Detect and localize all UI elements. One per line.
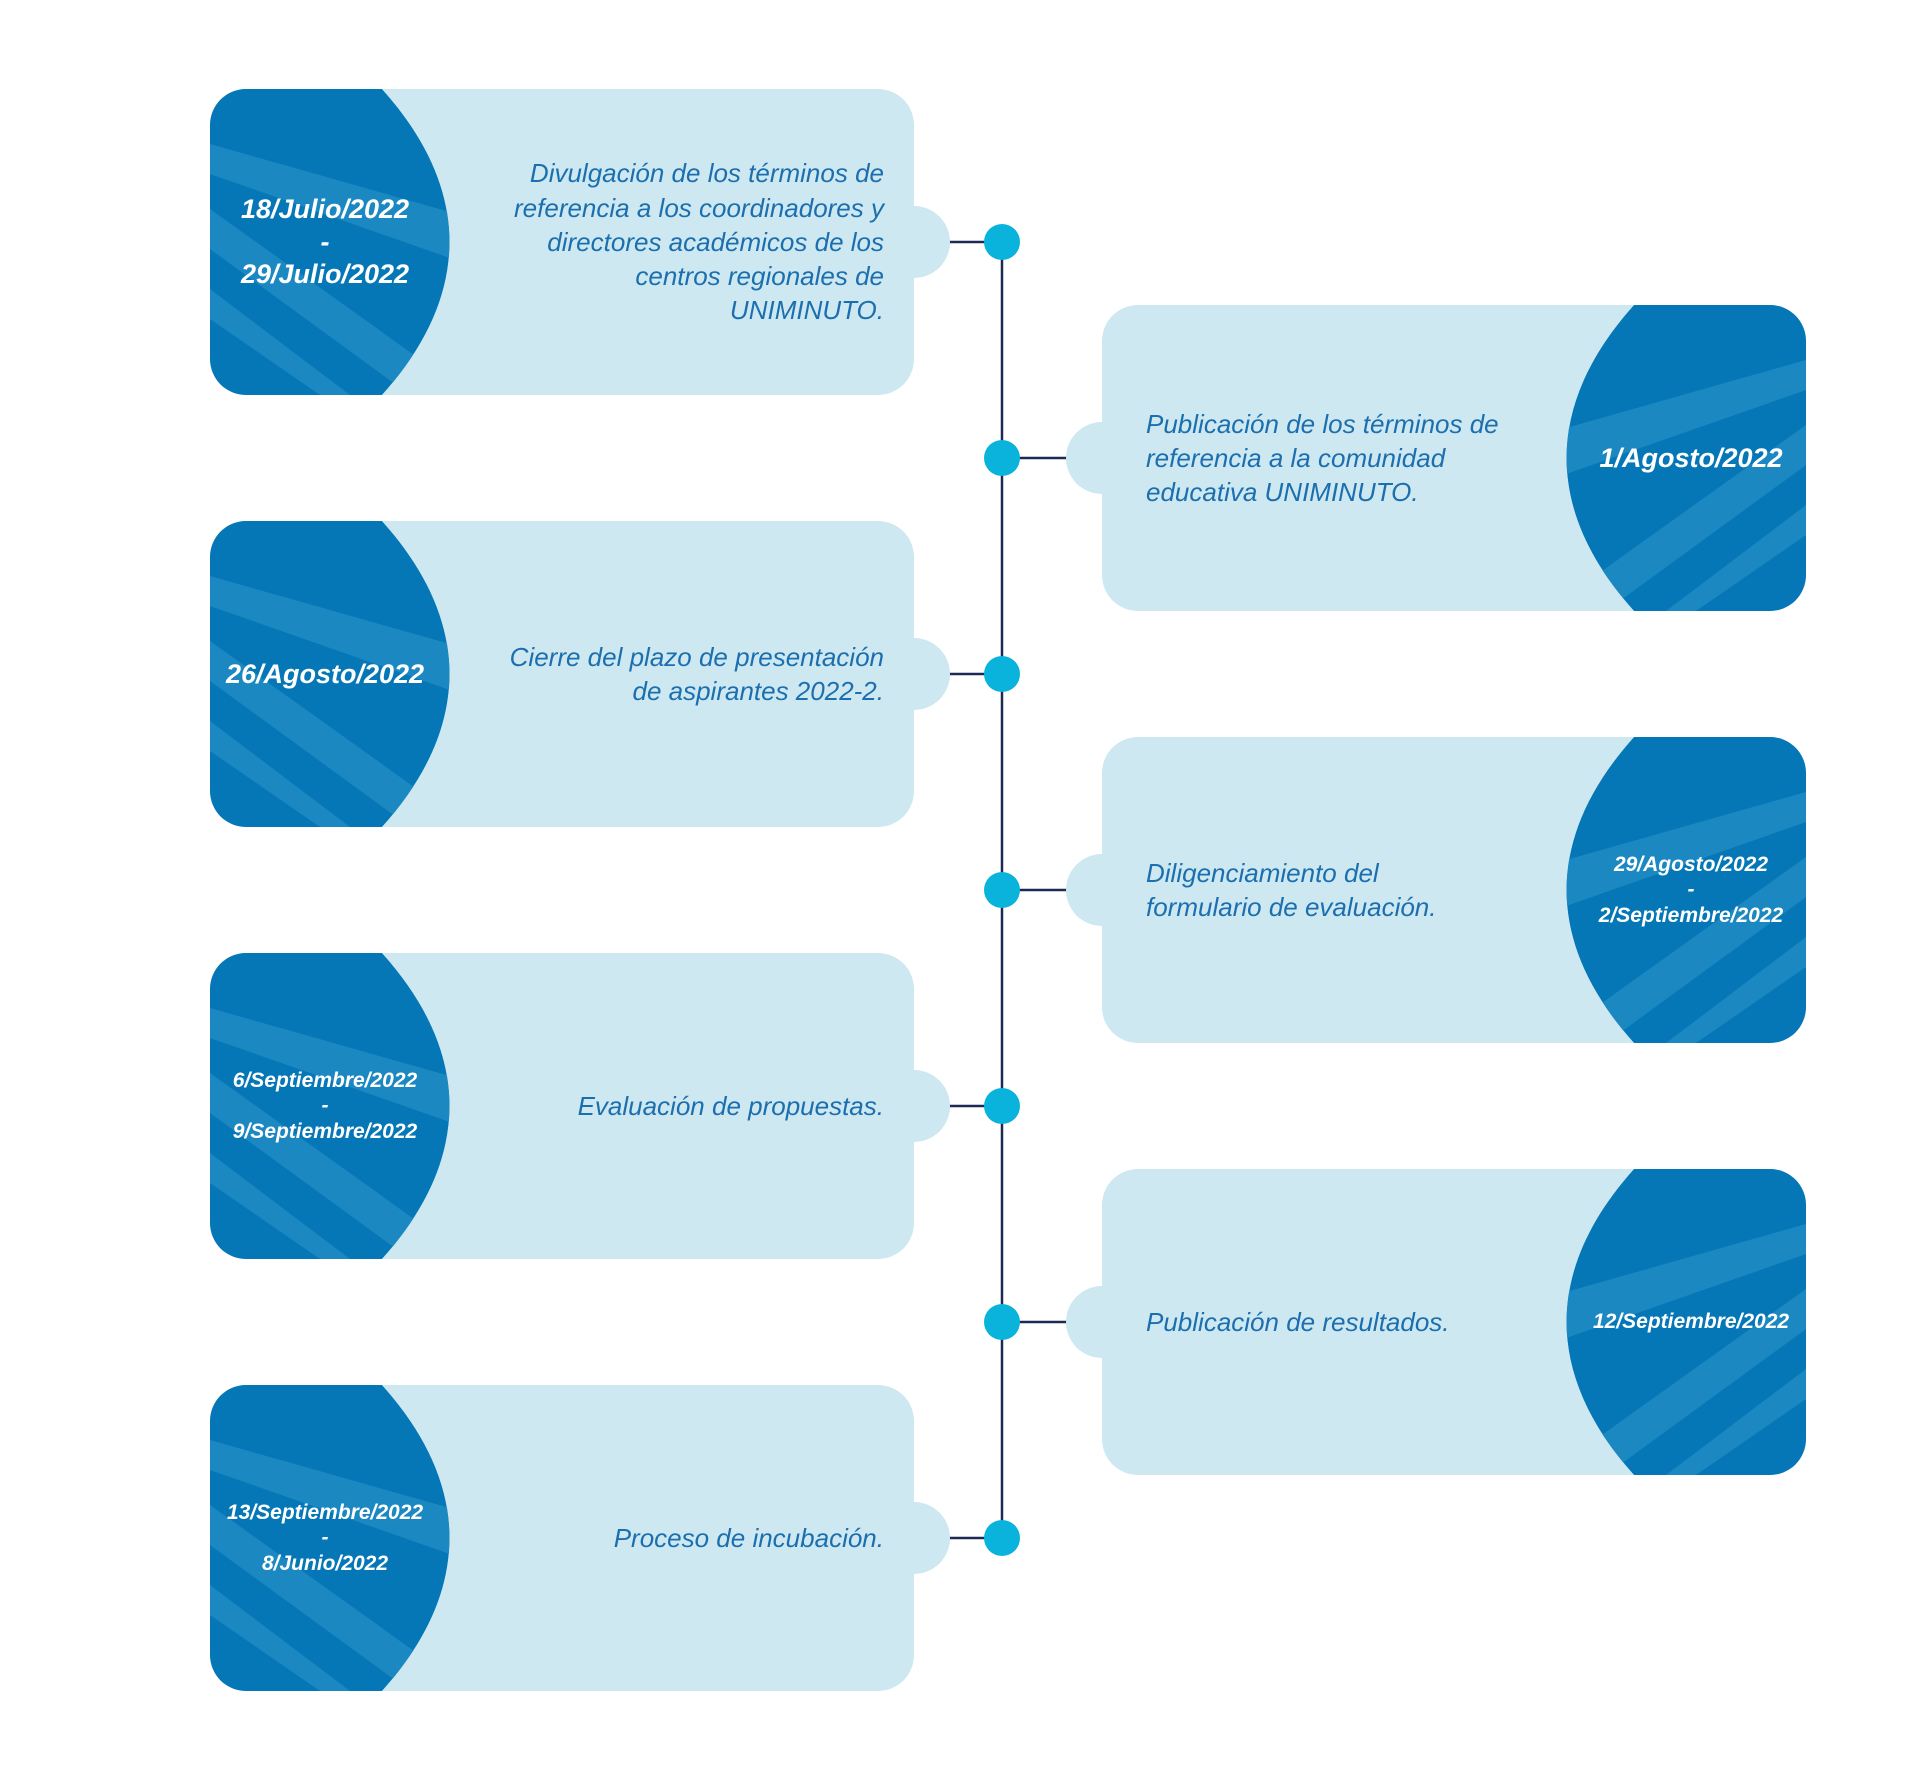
event-date: 18/Julio/2022-29/Julio/2022 <box>210 89 440 395</box>
date-panel <box>210 521 580 827</box>
date-panel-ray <box>210 1585 350 1691</box>
date-panel-ray <box>1666 505 1806 611</box>
timeline-card: 6/Septiembre/2022-9/Septiembre/2022 Evalu… <box>210 953 914 1259</box>
event-description: Diligenciamiento del formulario de evalua… <box>1146 737 1556 1043</box>
event-description-line: UNIMINUTO. <box>729 295 884 326</box>
date-panel-ray <box>210 1153 350 1259</box>
event-description-line: formulario de evaluación. <box>1146 892 1437 922</box>
event-date-line: 9/Septiembre/2022 <box>232 1119 418 1143</box>
date-panel-ray <box>1566 425 1806 611</box>
date-panel-ray <box>210 144 450 279</box>
event-date-line: 26/Agosto/2022 <box>225 658 425 689</box>
date-panel-ray <box>210 1008 450 1143</box>
event-description-line: Publicación de los términos de <box>1146 408 1499 439</box>
timeline-card: 26/Agosto/2022 Cierre del plazo de presen… <box>210 521 914 827</box>
event-description-line: Proceso de incubación. <box>613 1522 884 1553</box>
date-panel-ray <box>1566 857 1806 1043</box>
event-date-line: 1/Agosto/2022 <box>1599 442 1783 473</box>
date-panel <box>210 1385 580 1691</box>
event-date: 12/Septiembre/2022 <box>1576 1169 1806 1475</box>
date-panel-ray <box>1566 1289 1806 1475</box>
date-panel-ray <box>210 1440 450 1575</box>
event-description-line: Diligenciamiento del <box>1146 857 1379 888</box>
event-description-line: centros regionales de <box>635 261 884 292</box>
event-date-line: 2/Septiembre/2022 <box>1598 903 1784 927</box>
event-description: Publicación de resultados. <box>1146 1169 1556 1475</box>
date-panel <box>210 953 580 1259</box>
date-panel-ray <box>1666 937 1806 1043</box>
date-panel-ray <box>1666 1369 1806 1475</box>
event-date-line: - <box>1687 878 1695 902</box>
event-description-line: Cierre del plazo de presentación <box>509 641 884 672</box>
timeline-dot <box>984 1088 1020 1124</box>
event-date-line: 13/Septiembre/2022 <box>226 1500 424 1524</box>
event-date-line: 6/Septiembre/2022 <box>232 1068 418 1092</box>
timeline-card: 12/Septiembre/2022 Publicación de resulta… <box>1102 1169 1806 1475</box>
timeline-dot <box>984 1304 1020 1340</box>
event-description-line: referencia a la comunidad <box>1146 442 1446 473</box>
event-date-line: 18/Julio/2022 <box>240 193 410 224</box>
timeline-dot <box>984 872 1020 908</box>
date-panel-ray <box>210 289 350 395</box>
date-panel-ray <box>210 1073 450 1259</box>
event-date: 13/Septiembre/2022-8/Junio/2022 <box>210 1385 440 1691</box>
event-description-line: Divulgación de los términos de <box>529 158 884 189</box>
date-panel-ray <box>210 641 450 827</box>
timeline-dot <box>984 656 1020 692</box>
event-date-line: 12/Septiembre/2022 <box>1592 1310 1790 1334</box>
event-date-line: 29/Julio/2022 <box>240 259 410 290</box>
timeline-card: 13/Septiembre/2022-8/Junio/2022 Proceso d… <box>210 1385 914 1691</box>
date-panel <box>1436 1169 1806 1475</box>
event-description-line: educativa UNIMINUTO. <box>1146 477 1419 508</box>
timeline-dot <box>984 224 1020 260</box>
timeline-card: 1/Agosto/2022 Publicación de los términos… <box>1102 305 1806 611</box>
event-date: 1/Agosto/2022 <box>1576 305 1806 611</box>
event-date-line: 29/Agosto/2022 <box>1613 852 1769 876</box>
date-panel <box>1436 305 1806 611</box>
event-date-line: 8/Junio/2022 <box>261 1551 389 1575</box>
timeline-dot <box>984 440 1020 476</box>
date-panel-ray <box>210 209 450 395</box>
event-date-line: - <box>321 1094 329 1118</box>
date-panel-ray <box>210 1505 450 1691</box>
date-panel <box>1436 737 1806 1043</box>
event-date: 26/Agosto/2022 <box>210 521 440 827</box>
event-date: 29/Agosto/2022-2/Septiembre/2022 <box>1576 737 1806 1043</box>
event-description-line: referencia a los coordinadores y <box>514 192 884 223</box>
event-date-line: - <box>320 226 330 257</box>
date-panel-ray <box>1566 1224 1806 1359</box>
event-description: Evaluación de propuestas. <box>444 953 884 1259</box>
event-description-line: de aspirantes 2022-2. <box>632 676 884 706</box>
event-description: Cierre del plazo de presentación de aspir… <box>444 521 884 827</box>
event-description-line: directores académicos de los <box>547 226 884 257</box>
timeline-dot <box>984 1520 1020 1556</box>
date-panel-ray <box>210 576 450 711</box>
date-panel-ray <box>210 721 350 827</box>
event-description-line: Evaluación de propuestas. <box>577 1090 884 1121</box>
event-description: Proceso de incubación. <box>444 1385 884 1691</box>
date-panel-ray <box>1566 360 1806 495</box>
event-date: 6/Septiembre/2022-9/Septiembre/2022 <box>210 953 440 1259</box>
date-panel-ray <box>1566 792 1806 927</box>
date-panel <box>210 89 580 395</box>
event-description-line: Publicación de resultados. <box>1146 1306 1450 1337</box>
event-date-line: - <box>321 1526 329 1550</box>
